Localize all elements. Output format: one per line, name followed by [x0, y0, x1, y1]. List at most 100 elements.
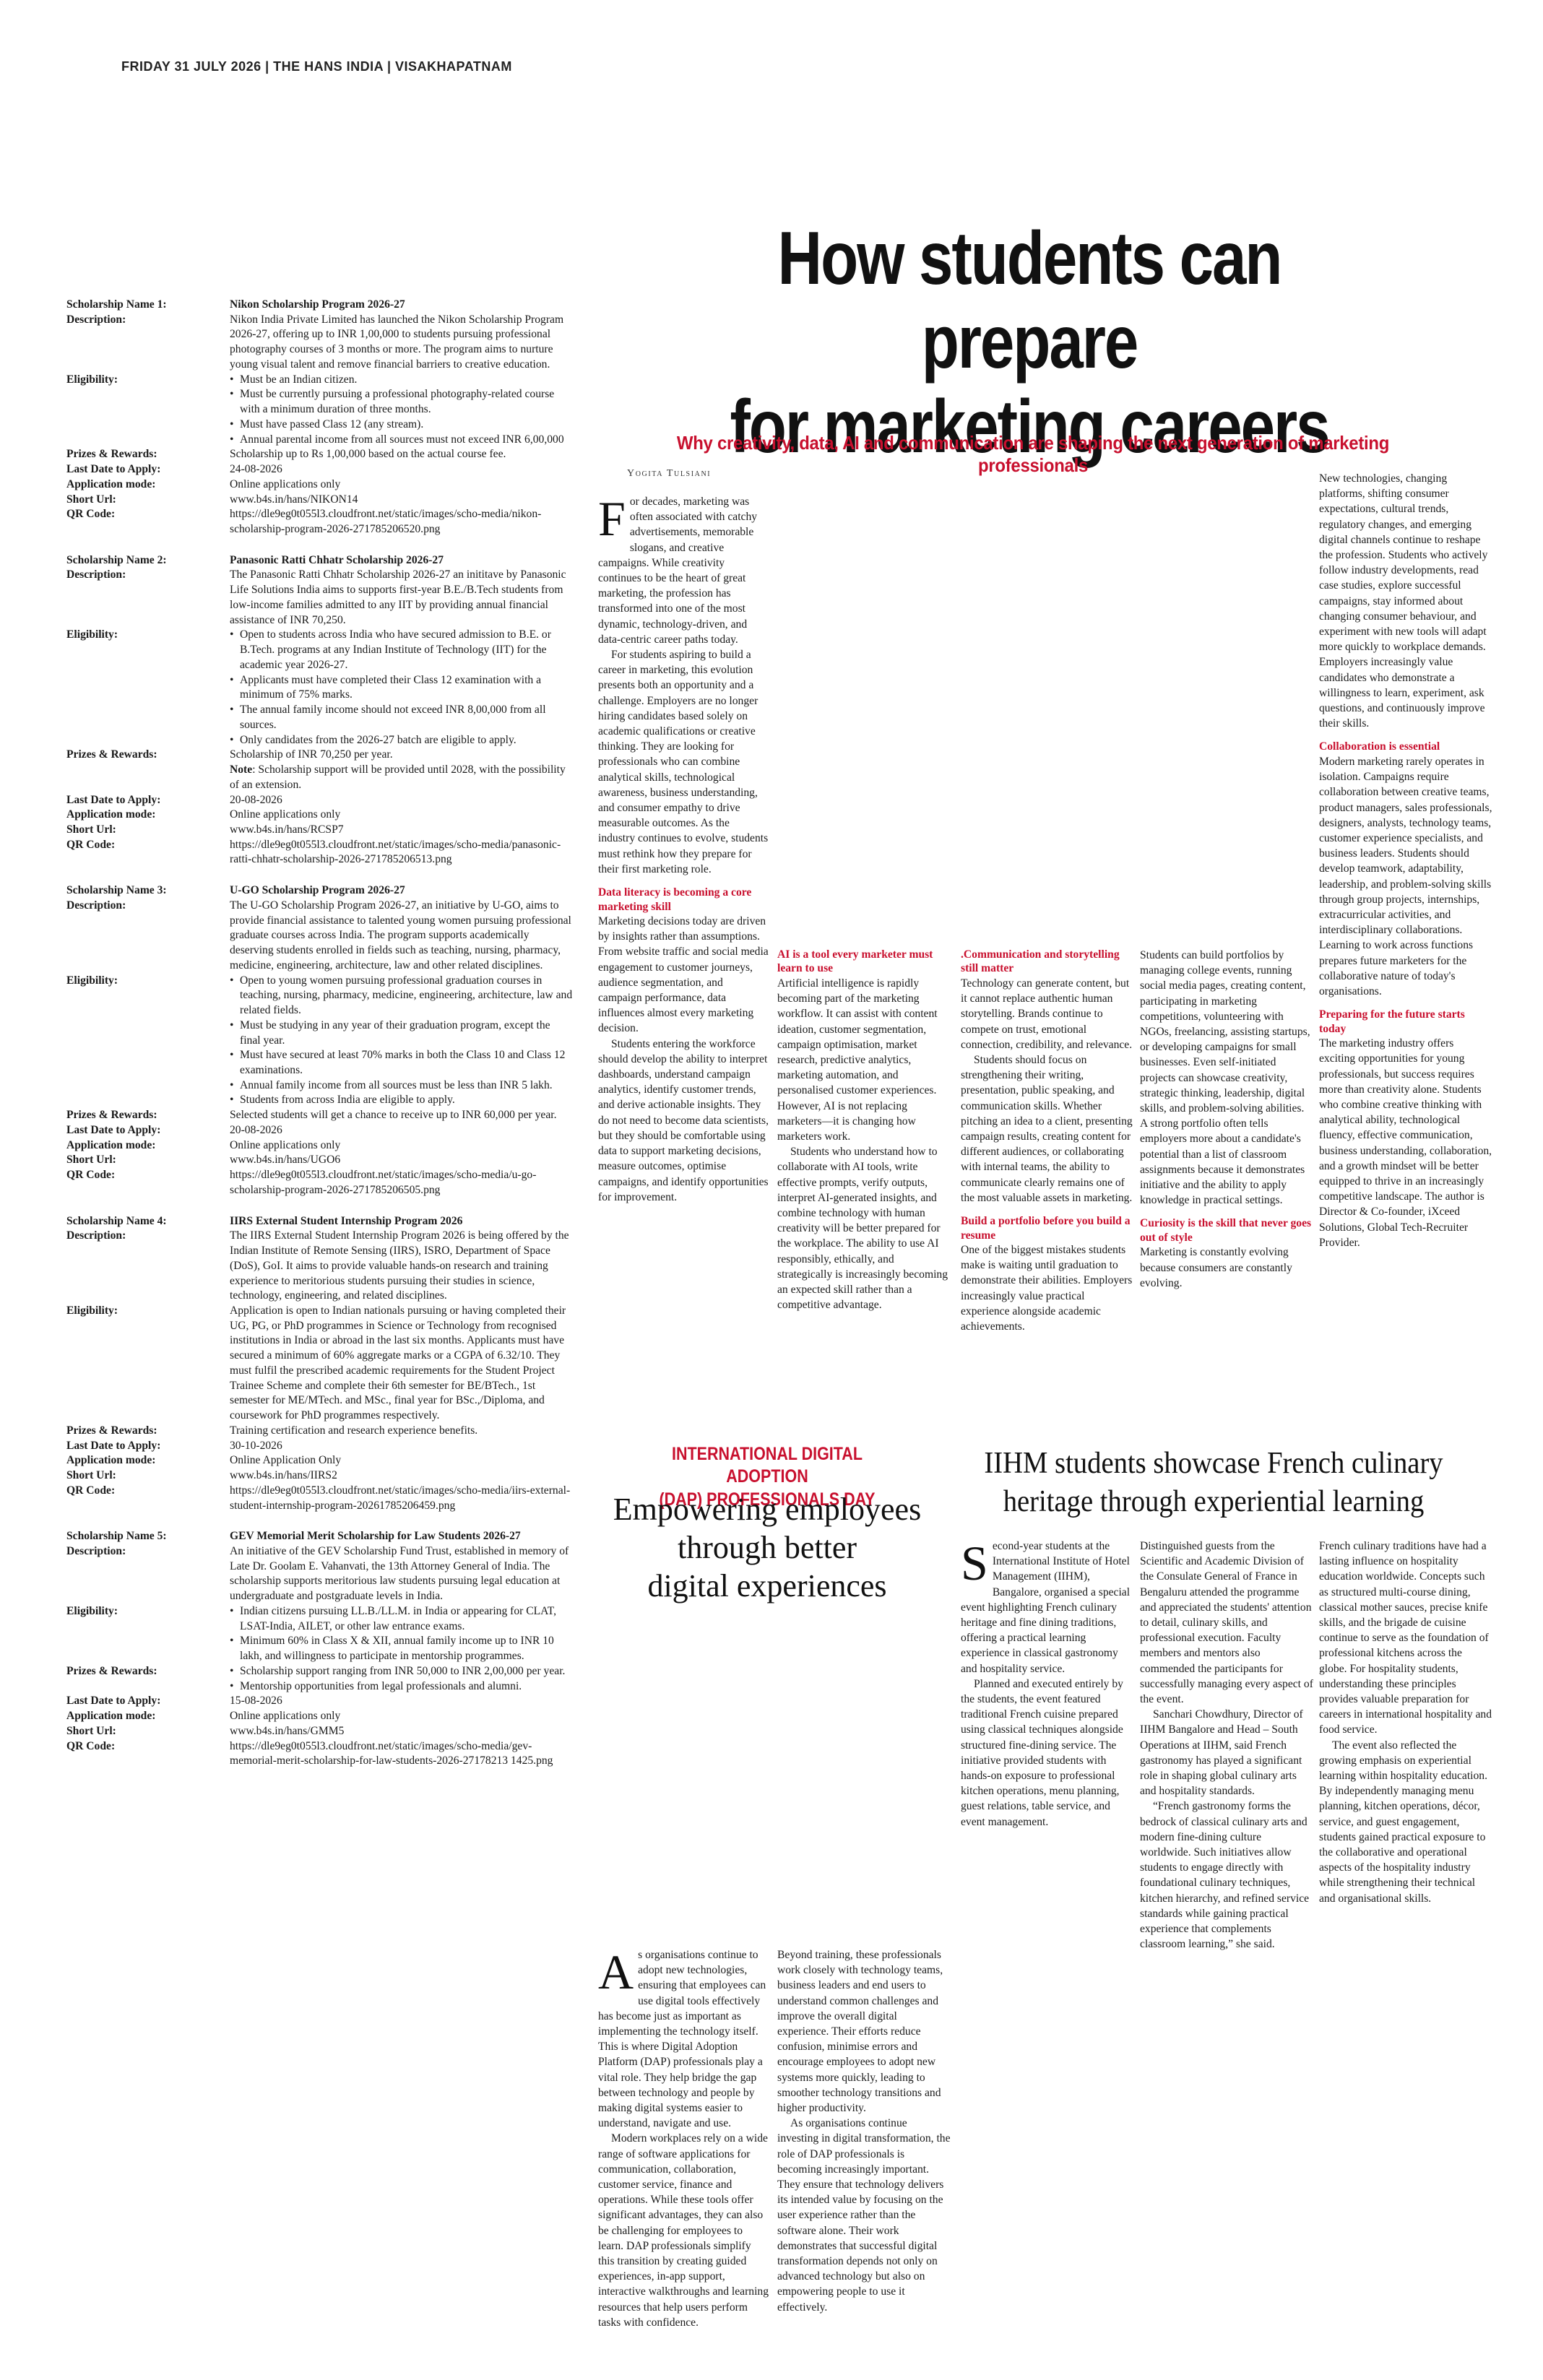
article-column-2: AI is a tool every marketer must learn t… [777, 948, 951, 1312]
paragraph-text: or decades, marketing was often associat… [598, 496, 758, 646]
field-label: Short Url: [66, 823, 116, 836]
drop-cap: S [961, 1536, 988, 1591]
paragraph: Students entering the workforce should d… [598, 1037, 769, 1203]
field-label: Description: [66, 899, 126, 912]
field-label: Prizes & Rewards: [66, 448, 157, 461]
paragraph: Students should focus on strengthening t… [961, 1053, 1133, 1204]
eligibility-list: Indian citizens pursuing LL.B./LL.M. in … [230, 1604, 574, 1664]
scholarship-mode: Online Application Only [230, 1454, 342, 1467]
field-label: QR Code: [66, 1739, 116, 1752]
paragraph: French culinary traditions have had a la… [1319, 1540, 1492, 1736]
scholarship-mode: Online applications only [230, 808, 341, 821]
scholarship-entry: Scholarship Name 5:GEV Memorial Merit Sc… [66, 1529, 574, 1769]
subheading: AI is a tool every marketer must learn t… [777, 948, 933, 975]
field-label: Last Date to Apply: [66, 1123, 161, 1136]
paragraph: Students can build portfolios by managin… [1140, 949, 1310, 1207]
list-item: Must have secured at least 70% marks in … [230, 1048, 574, 1078]
field-label: QR Code: [66, 508, 116, 521]
kicker-line: INTERNATIONAL DIGITAL ADOPTION [672, 1444, 863, 1487]
scholarship-short-url: www.b4s.in/hans/IIRS2 [230, 1469, 337, 1482]
eligibility-list: Open to young women pursuing professiona… [230, 974, 574, 1109]
field-label: Last Date to Apply: [66, 1439, 161, 1452]
scholarship-short-url: www.b4s.in/hans/RCSP7 [230, 823, 344, 836]
field-label: Scholarship Name 3: [66, 884, 167, 897]
field-label: Eligibility: [66, 1304, 118, 1317]
field-label: Last Date to Apply: [66, 463, 161, 476]
paragraph: As organisations continue investing in d… [777, 2117, 951, 2314]
scholarship-description: An initiative of the GEV Scholarship Fun… [230, 1545, 569, 1603]
headline-line: for marketing careers [730, 384, 1330, 469]
scholarship-name: GEV Memorial Merit Scholarship for Law S… [230, 1530, 521, 1543]
paragraph-text: s organisations continue to adopt new te… [598, 1949, 766, 2130]
list-item: Applicants must have completed their Cla… [230, 673, 574, 703]
paragraph: Artificial intelligence is rapidly becom… [777, 977, 938, 1143]
field-label: Eligibility: [66, 373, 118, 386]
paragraph: One of the biggest mistakes students mak… [961, 1243, 1133, 1333]
list-item: Must have passed Class 12 (any stream). [230, 417, 574, 433]
paragraph: Students who understand how to collabora… [777, 1146, 948, 1312]
scholarship-last-date: 24-08-2026 [230, 463, 282, 476]
dap-headline: Empowering employees through better digi… [597, 1491, 938, 1605]
dap-column-2: Beyond training, these professionals wor… [777, 1947, 951, 2315]
article-column-3: .Communication and storytelling still ma… [961, 948, 1134, 1334]
scholarship-prizes: Scholarship of INR 70,250 per year. Note… [230, 748, 574, 792]
list-item: The annual family income should not exce… [230, 703, 574, 732]
scholarship-qr-code: https://dle9eg0t055l3.cloudfront.net/sta… [230, 1484, 571, 1512]
paragraph: New technologies, changing platforms, sh… [1319, 472, 1488, 730]
field-label: Prizes & Rewards: [66, 748, 157, 761]
scholarship-qr-code: https://dle9eg0t055l3.cloudfront.net/sta… [230, 838, 561, 866]
subheading: Collaboration is essential [1319, 740, 1440, 753]
field-label: Description: [66, 1229, 126, 1242]
prize-note: Note: Scholarship support will be provid… [230, 763, 574, 792]
page-folio: FRIDAY 31 JULY 2026 | THE HANS INDIA | V… [121, 59, 512, 74]
scholarship-last-date: 20-08-2026 [230, 1123, 282, 1136]
note-label: Note [230, 763, 253, 776]
field-label: Scholarship Name 2: [66, 553, 167, 566]
drop-cap: A [598, 1944, 634, 1999]
subheading: Data literacy is becoming a core marketi… [598, 886, 752, 913]
field-label: Eligibility: [66, 628, 118, 641]
field-label: Application mode: [66, 1138, 156, 1151]
field-label: Scholarship Name 4: [66, 1214, 167, 1227]
drop-cap: F [598, 491, 626, 546]
subheading: Build a portfolio before you build a res… [961, 1215, 1131, 1242]
headline-line: Empowering employees [613, 1492, 922, 1527]
list-item: Scholarship support ranging from INR 50,… [230, 1664, 574, 1679]
paragraph: Modern marketing rarely operates in isol… [1319, 755, 1492, 998]
paragraph: The marketing industry offers exciting o… [1319, 1037, 1492, 1249]
field-label: Prizes & Rewards: [66, 1664, 157, 1677]
field-label: Scholarship Name 1: [66, 298, 167, 311]
scholarship-last-date: 20-08-2026 [230, 793, 282, 806]
paragraph: For students aspiring to build a career … [598, 649, 769, 875]
scholarship-description: The IIRS External Student Internship Pro… [230, 1229, 569, 1302]
list-item: Open to young women pursuing professiona… [230, 974, 574, 1018]
article-column-5: New technologies, changing platforms, sh… [1319, 471, 1492, 1250]
scholarship-entry: Scholarship Name 4:IIRS External Student… [66, 1214, 574, 1514]
scholarship-name: U-GO Scholarship Program 2026-27 [230, 884, 405, 897]
list-item: Annual family income from all sources mu… [230, 1078, 574, 1094]
scholarship-qr-code: https://dle9eg0t055l3.cloudfront.net/sta… [230, 1169, 537, 1196]
field-label: Description: [66, 568, 126, 581]
field-label: Prizes & Rewards: [66, 1424, 157, 1437]
field-label: Description: [66, 1545, 126, 1558]
iihm-column-2: Distinguished guests from the Scientific… [1140, 1539, 1313, 1952]
scholarship-entry: Scholarship Name 2:Panasonic Ratti Chhat… [66, 553, 574, 867]
list-item: Must be currently pursuing a professiona… [230, 387, 574, 417]
field-label: Short Url: [66, 1469, 116, 1482]
field-label: Last Date to Apply: [66, 793, 161, 806]
field-label: Application mode: [66, 1454, 156, 1467]
scholarship-description: The Panasonic Ratti Chhatr Scholarship 2… [230, 568, 566, 626]
field-label: Short Url: [66, 1154, 116, 1167]
scholarship-prizes: Selected students will get a chance to r… [230, 1109, 557, 1122]
headline-line: IIHM students showcase French culinary [984, 1447, 1443, 1480]
dap-kicker: INTERNATIONAL DIGITAL ADOPTION (DAP) PRO… [645, 1443, 889, 1511]
list-item: Indian citizens pursuing LL.B./LL.M. in … [230, 1604, 574, 1634]
field-label: Eligibility: [66, 974, 118, 987]
headline-line: How students can prepare [777, 217, 1283, 385]
scholarship-description: Nikon India Private Limited has launched… [230, 313, 564, 371]
paragraph: The event also reflected the growing emp… [1319, 1739, 1487, 1905]
